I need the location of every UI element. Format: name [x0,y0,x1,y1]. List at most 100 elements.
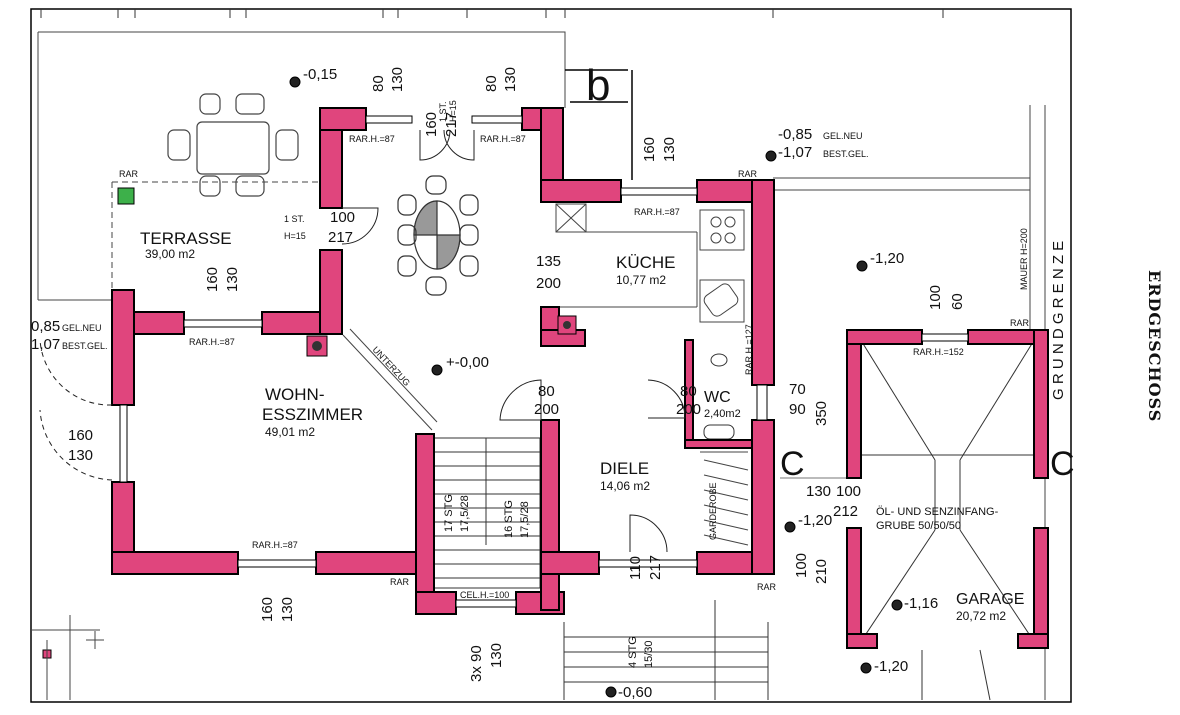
axis-b-label: b [586,61,610,110]
walls [111,107,1049,649]
dim-130b2: 130 [279,597,296,622]
grube-line-2: GRUBE 50/50/50 [876,520,961,532]
dim-130l: 130 [68,447,93,464]
top-ruler [40,9,944,18]
dim-70: 70 [789,381,806,398]
stairs-b2: 17,5/28 [519,501,531,538]
mauer-label: MAUER H=200 [1019,228,1029,290]
kueche-area: 10,77 m2 [616,273,666,287]
dim-130b: 130 [502,67,519,92]
elev-kitchen-1: -0,85 [778,126,812,143]
dim-3x90: 3x 90 [468,645,485,682]
dim-350: 350 [813,401,830,426]
stairs-b: 16 STG [503,500,515,538]
elev-left-1: 0,85 [31,318,60,335]
rarh127-label: RAR.H.=127 [744,324,754,375]
dim-100g2: 100 [836,483,861,500]
dim-212: 212 [833,503,858,520]
elev-right-yard: -1,20 [870,250,904,267]
dim-130s: 130 [488,643,505,668]
wc-name: WC [704,389,731,406]
kueche-name: KÜCHE [616,253,676,272]
garage-lines [780,341,1040,701]
elev-top: -0,15 [303,66,337,83]
dim-110: 110 [627,556,644,580]
dim-80wc: 80 [680,383,697,400]
stairs-c2: 15/30 [643,640,655,668]
dim-160t: 160 [204,267,221,292]
dim-160door: 160 [423,112,440,137]
elevation-markers [289,76,903,698]
dim-200k: 200 [536,275,561,292]
wohn-name-2: ESSZIMMER [262,405,363,424]
elev-garage-bottom: -1,20 [874,658,908,675]
h15-door: H=15 [448,100,458,122]
rarh87-kitchen: RAR.H.=87 [634,207,680,217]
wc-area: 2,40m2 [704,408,741,420]
st1-label: 1 ST. [284,214,305,224]
terrace-outline [37,31,566,301]
dim-200wc: 200 [676,401,701,418]
dim-160l: 160 [68,427,93,444]
dim-90: 90 [789,401,806,418]
dim-217door: 217 [443,112,460,137]
grundgrenze-label: G R U N D G R E N Z E [1050,241,1067,400]
dimensions: 80 130 80 130 160 217 160 130 100 217 13… [68,67,966,682]
stairs-a: 17 STG [443,494,455,532]
elev-kitchen-2-tag: BEST.GEL. [823,149,869,159]
rar-diele: RAR [757,582,777,592]
page-side-title: ERDGESCHOSS [1145,270,1164,423]
elev-garage-entry: -1,20 [798,512,832,529]
h15-label: H=15 [284,231,306,241]
dim-80a: 80 [370,75,387,92]
dim-217t: 217 [328,229,353,246]
wohn-area: 49,01 m2 [265,425,315,439]
elev-kitchen-1-tag: GEL.NEU [823,131,863,141]
dim-210: 210 [813,559,830,584]
rarh152: RAR.H.=152 [913,347,964,357]
dining-table [397,175,479,296]
dim-130t: 130 [224,267,241,292]
dim-130k: 130 [661,137,678,162]
elev-left-2-tag: BEST.GEL. [62,341,108,351]
elev-left-1-tag: GEL.NEU [62,323,102,333]
dim-200d: 200 [534,401,559,418]
windows [119,115,969,608]
terrasse-area: 39,00 m2 [145,247,195,261]
garderobe-label: GARDEROBE [708,482,718,540]
rar-stairs: RAR [390,577,410,587]
terrace-furniture [167,93,299,197]
axis-markers [565,69,633,180]
celh100: CEL.H.=100 [460,590,509,600]
dim-60g: 60 [949,293,966,310]
door-swings [39,129,686,553]
rar-terrace: RAR [119,169,139,179]
rarh87-bottom: RAR.H.=87 [252,540,298,550]
bottom-left-marks [31,615,104,700]
elev-stairs-bottom: -0,60 [618,684,652,701]
rar-garage: RAR [1010,318,1030,328]
rarh87-living: RAR.H.=87 [189,337,235,347]
dim-80b: 80 [483,75,500,92]
stairs-a2: 17,5/28 [459,495,471,532]
dim-130g: 130 [806,483,831,500]
dim-100t: 100 [330,209,355,226]
dim-135: 135 [536,253,561,270]
rar-kitchen: RAR [738,169,758,179]
elev-living: +-0,00 [446,354,489,371]
dim-160b: 160 [259,597,276,622]
dim-100g: 100 [927,285,944,310]
elev-garage: -1,16 [904,595,938,612]
terrasse-name: TERRASSE [140,229,232,248]
garage-name: GARAGE [956,591,1024,608]
garage-area: 20,72 m2 [956,609,1006,623]
dim-100e: 100 [793,553,810,578]
grube-line-1: ÖL- UND SENZINFANG- [876,506,999,518]
diele-name: DIELE [600,459,649,478]
elev-left-2: 1,07 [31,336,60,353]
stairs-c: 4 STG [627,636,639,668]
axis-c-label: C [780,445,805,483]
dim-160k: 160 [641,137,658,162]
axis-c-label-right: C [1050,445,1075,483]
